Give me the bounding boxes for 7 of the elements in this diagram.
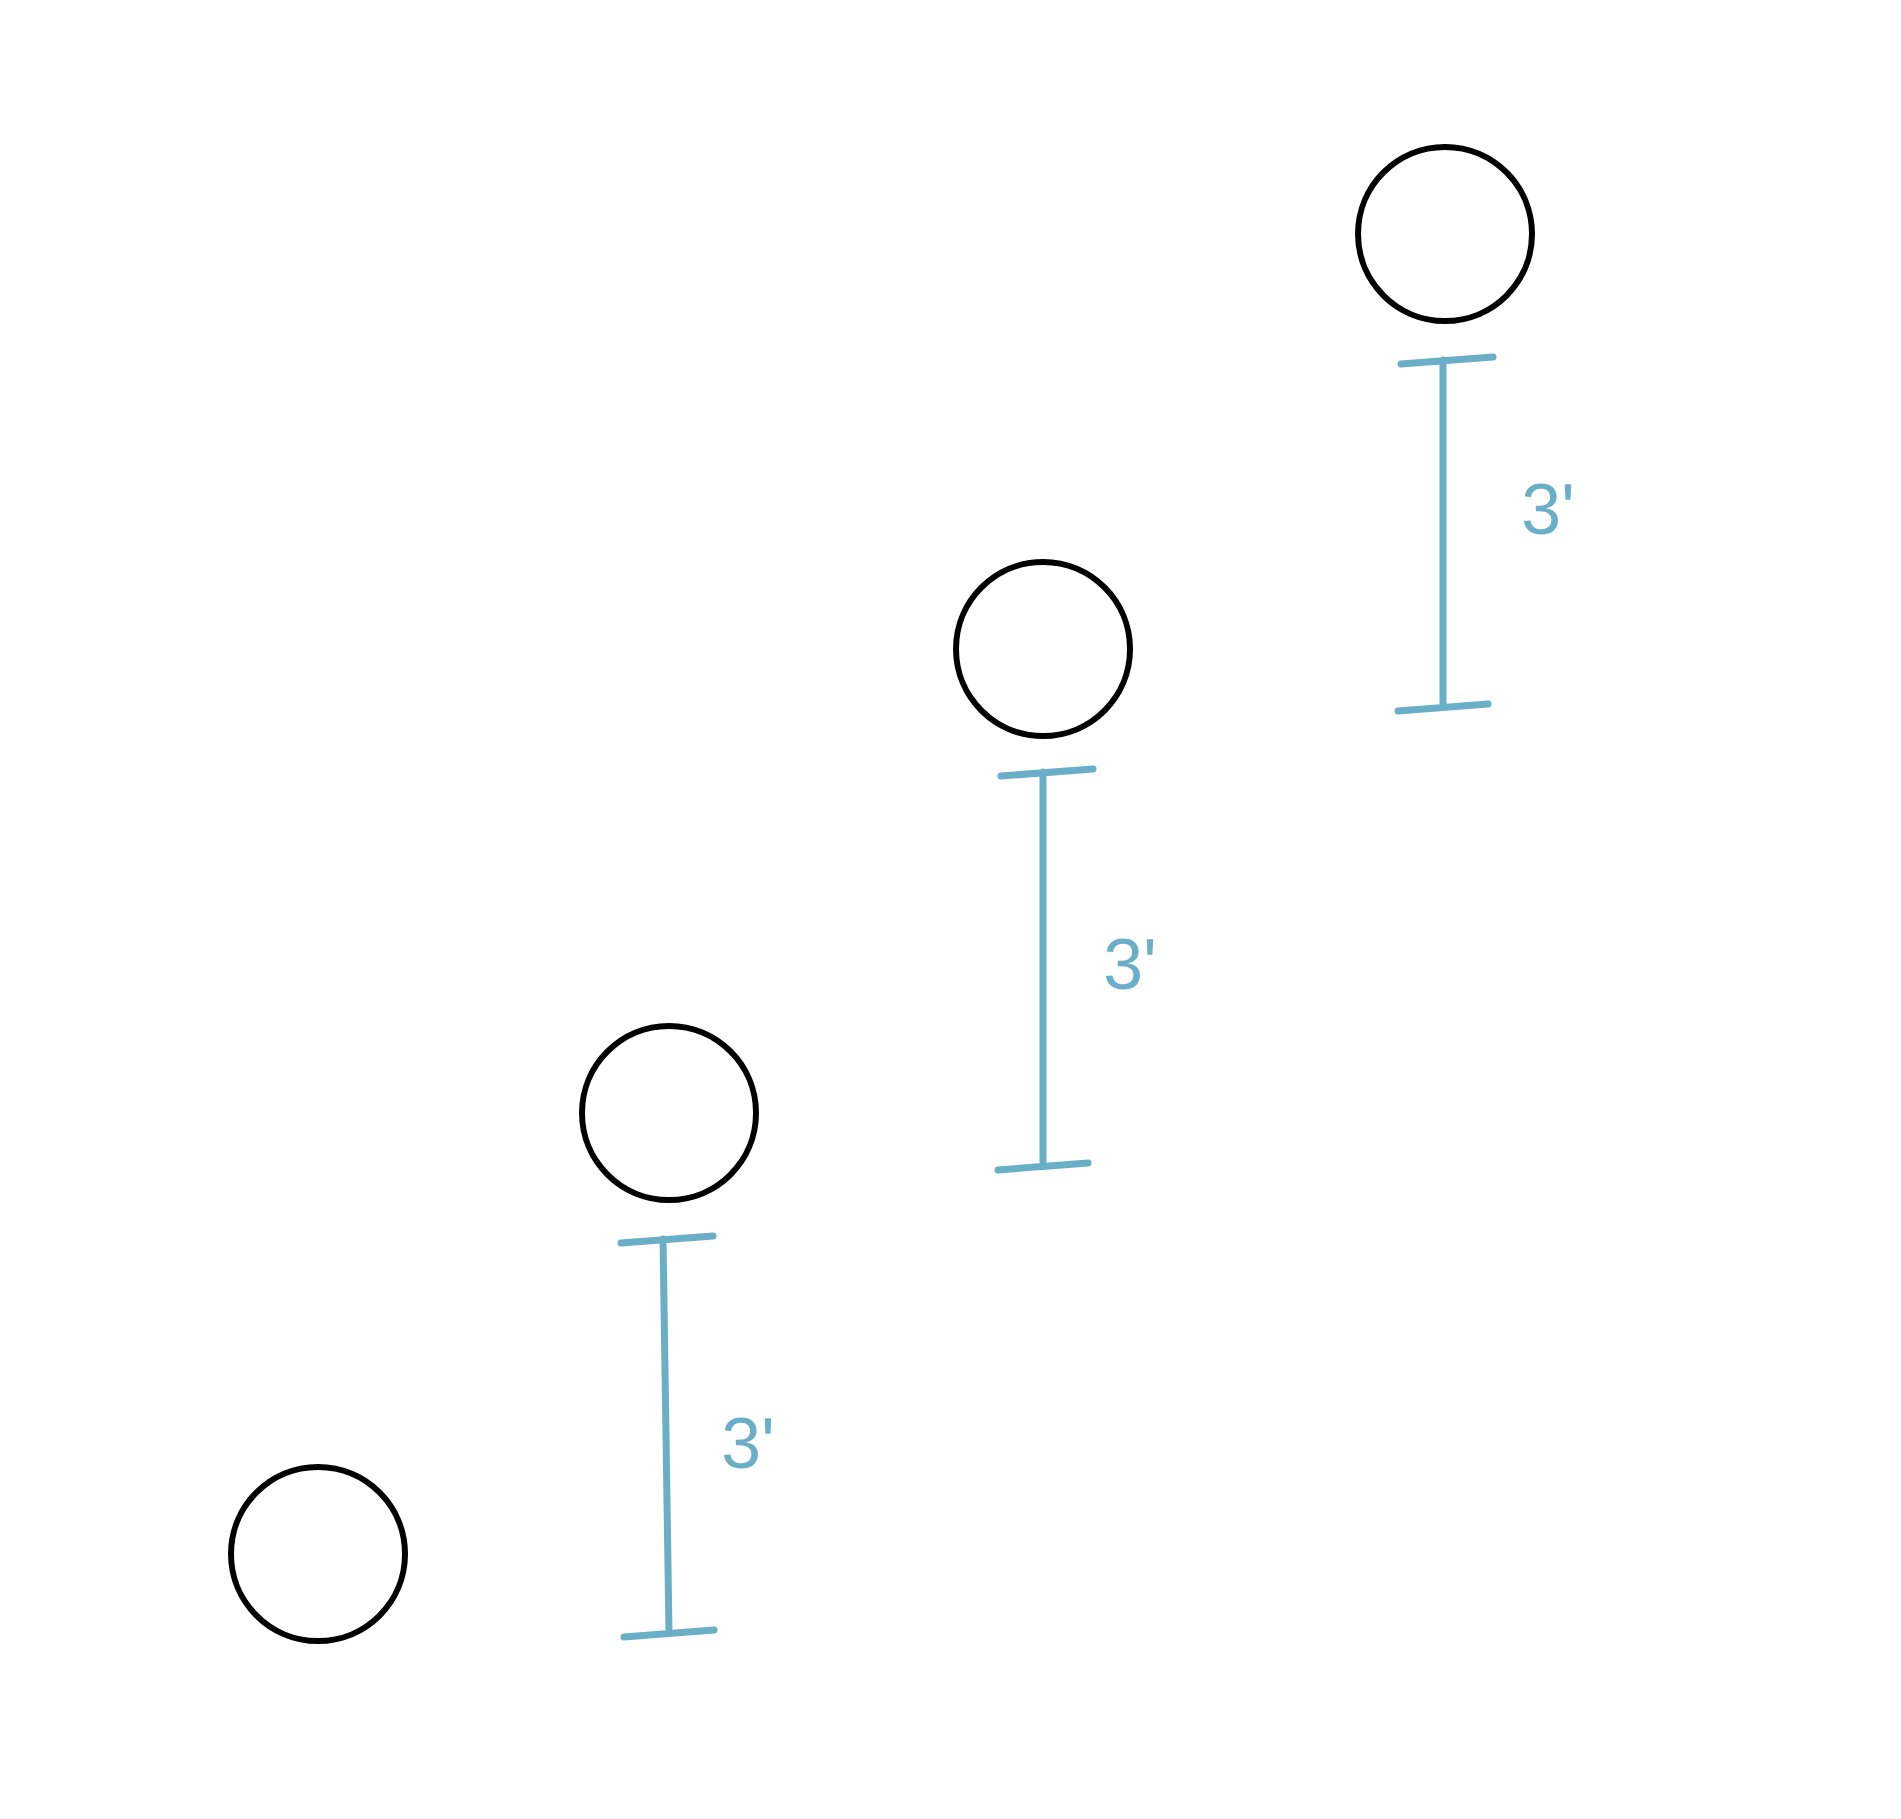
- circle-marker: [953, 559, 1133, 739]
- dimension-label: 3': [1105, 938, 1154, 990]
- circle-marker: [228, 1464, 408, 1644]
- dimension-label: 3': [1523, 483, 1572, 535]
- circle-marker: [1355, 144, 1535, 324]
- dimension-label: 3': [723, 1417, 772, 1469]
- circle-marker: [579, 1023, 759, 1203]
